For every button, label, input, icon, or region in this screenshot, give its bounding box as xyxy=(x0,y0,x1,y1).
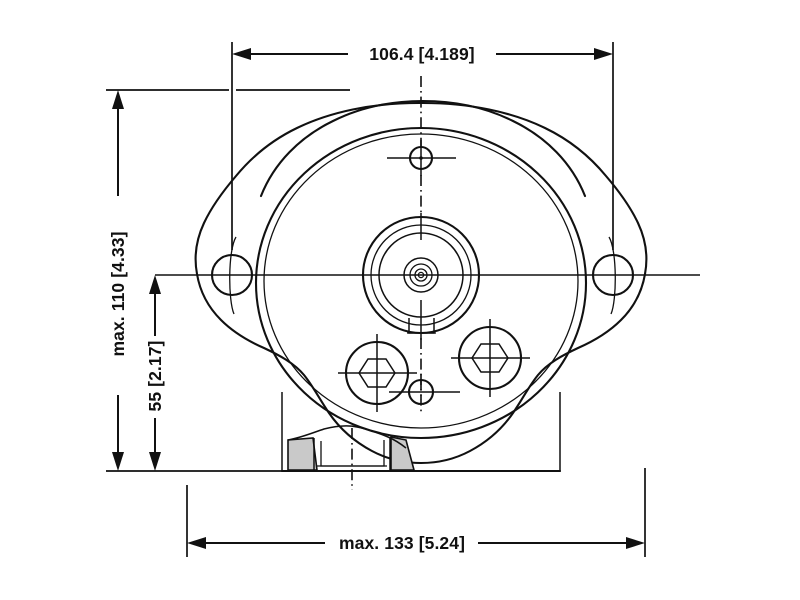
dim-top-arrow-right xyxy=(594,48,613,60)
dim-lower-label: 55 [2.17] xyxy=(145,341,165,412)
top-pilot-hole-group xyxy=(387,140,456,176)
shaft-circle-inner xyxy=(414,268,428,282)
left-ear-hole xyxy=(210,253,254,297)
port-boss-profile xyxy=(287,425,407,449)
base-block-group xyxy=(280,392,562,473)
dim-top-label: 106.4 [4.189] xyxy=(369,44,474,64)
dim-top-arrow-left xyxy=(232,48,251,60)
left-ear-hole-arc xyxy=(229,236,237,315)
dimension-overall-width: max. 133 [5.24] xyxy=(187,533,645,553)
dim-bottom-arrow-right xyxy=(626,537,645,549)
dim-height-label: max. 110 [4.33] xyxy=(108,231,128,356)
top-dome-arc xyxy=(259,99,587,198)
right-ear-hole-arc xyxy=(608,236,616,315)
shaft-assembly xyxy=(361,213,481,340)
shaft-circle-mid xyxy=(409,263,433,287)
mounting-ear-holes xyxy=(210,236,635,315)
dim-lower-arrow-bottom xyxy=(149,452,161,471)
dim-height-arrow-bottom xyxy=(112,452,124,471)
dimension-lower-height: 55 [2.17] xyxy=(145,275,165,471)
shaft-center-bore xyxy=(417,271,425,279)
dimension-overall-height: max. 110 [4.33] xyxy=(108,90,128,471)
right-ear-hole xyxy=(591,253,635,297)
dim-bottom-label: max. 133 [5.24] xyxy=(339,533,465,553)
dim-height-arrow-top xyxy=(112,90,124,109)
port-fittings xyxy=(338,319,530,412)
housing-ellipse-inner xyxy=(263,133,579,429)
flange-outer-profile xyxy=(194,101,648,465)
extension-lines xyxy=(106,42,646,557)
dim-bottom-arrow-left xyxy=(187,537,206,549)
shaft-circle-outer xyxy=(403,257,439,293)
dim-lower-arrow-top xyxy=(149,275,161,294)
right-fillet-shade xyxy=(390,436,416,471)
dimension-top-width: 106.4 [4.189] xyxy=(232,44,613,64)
left-fillet-shade xyxy=(287,437,318,471)
